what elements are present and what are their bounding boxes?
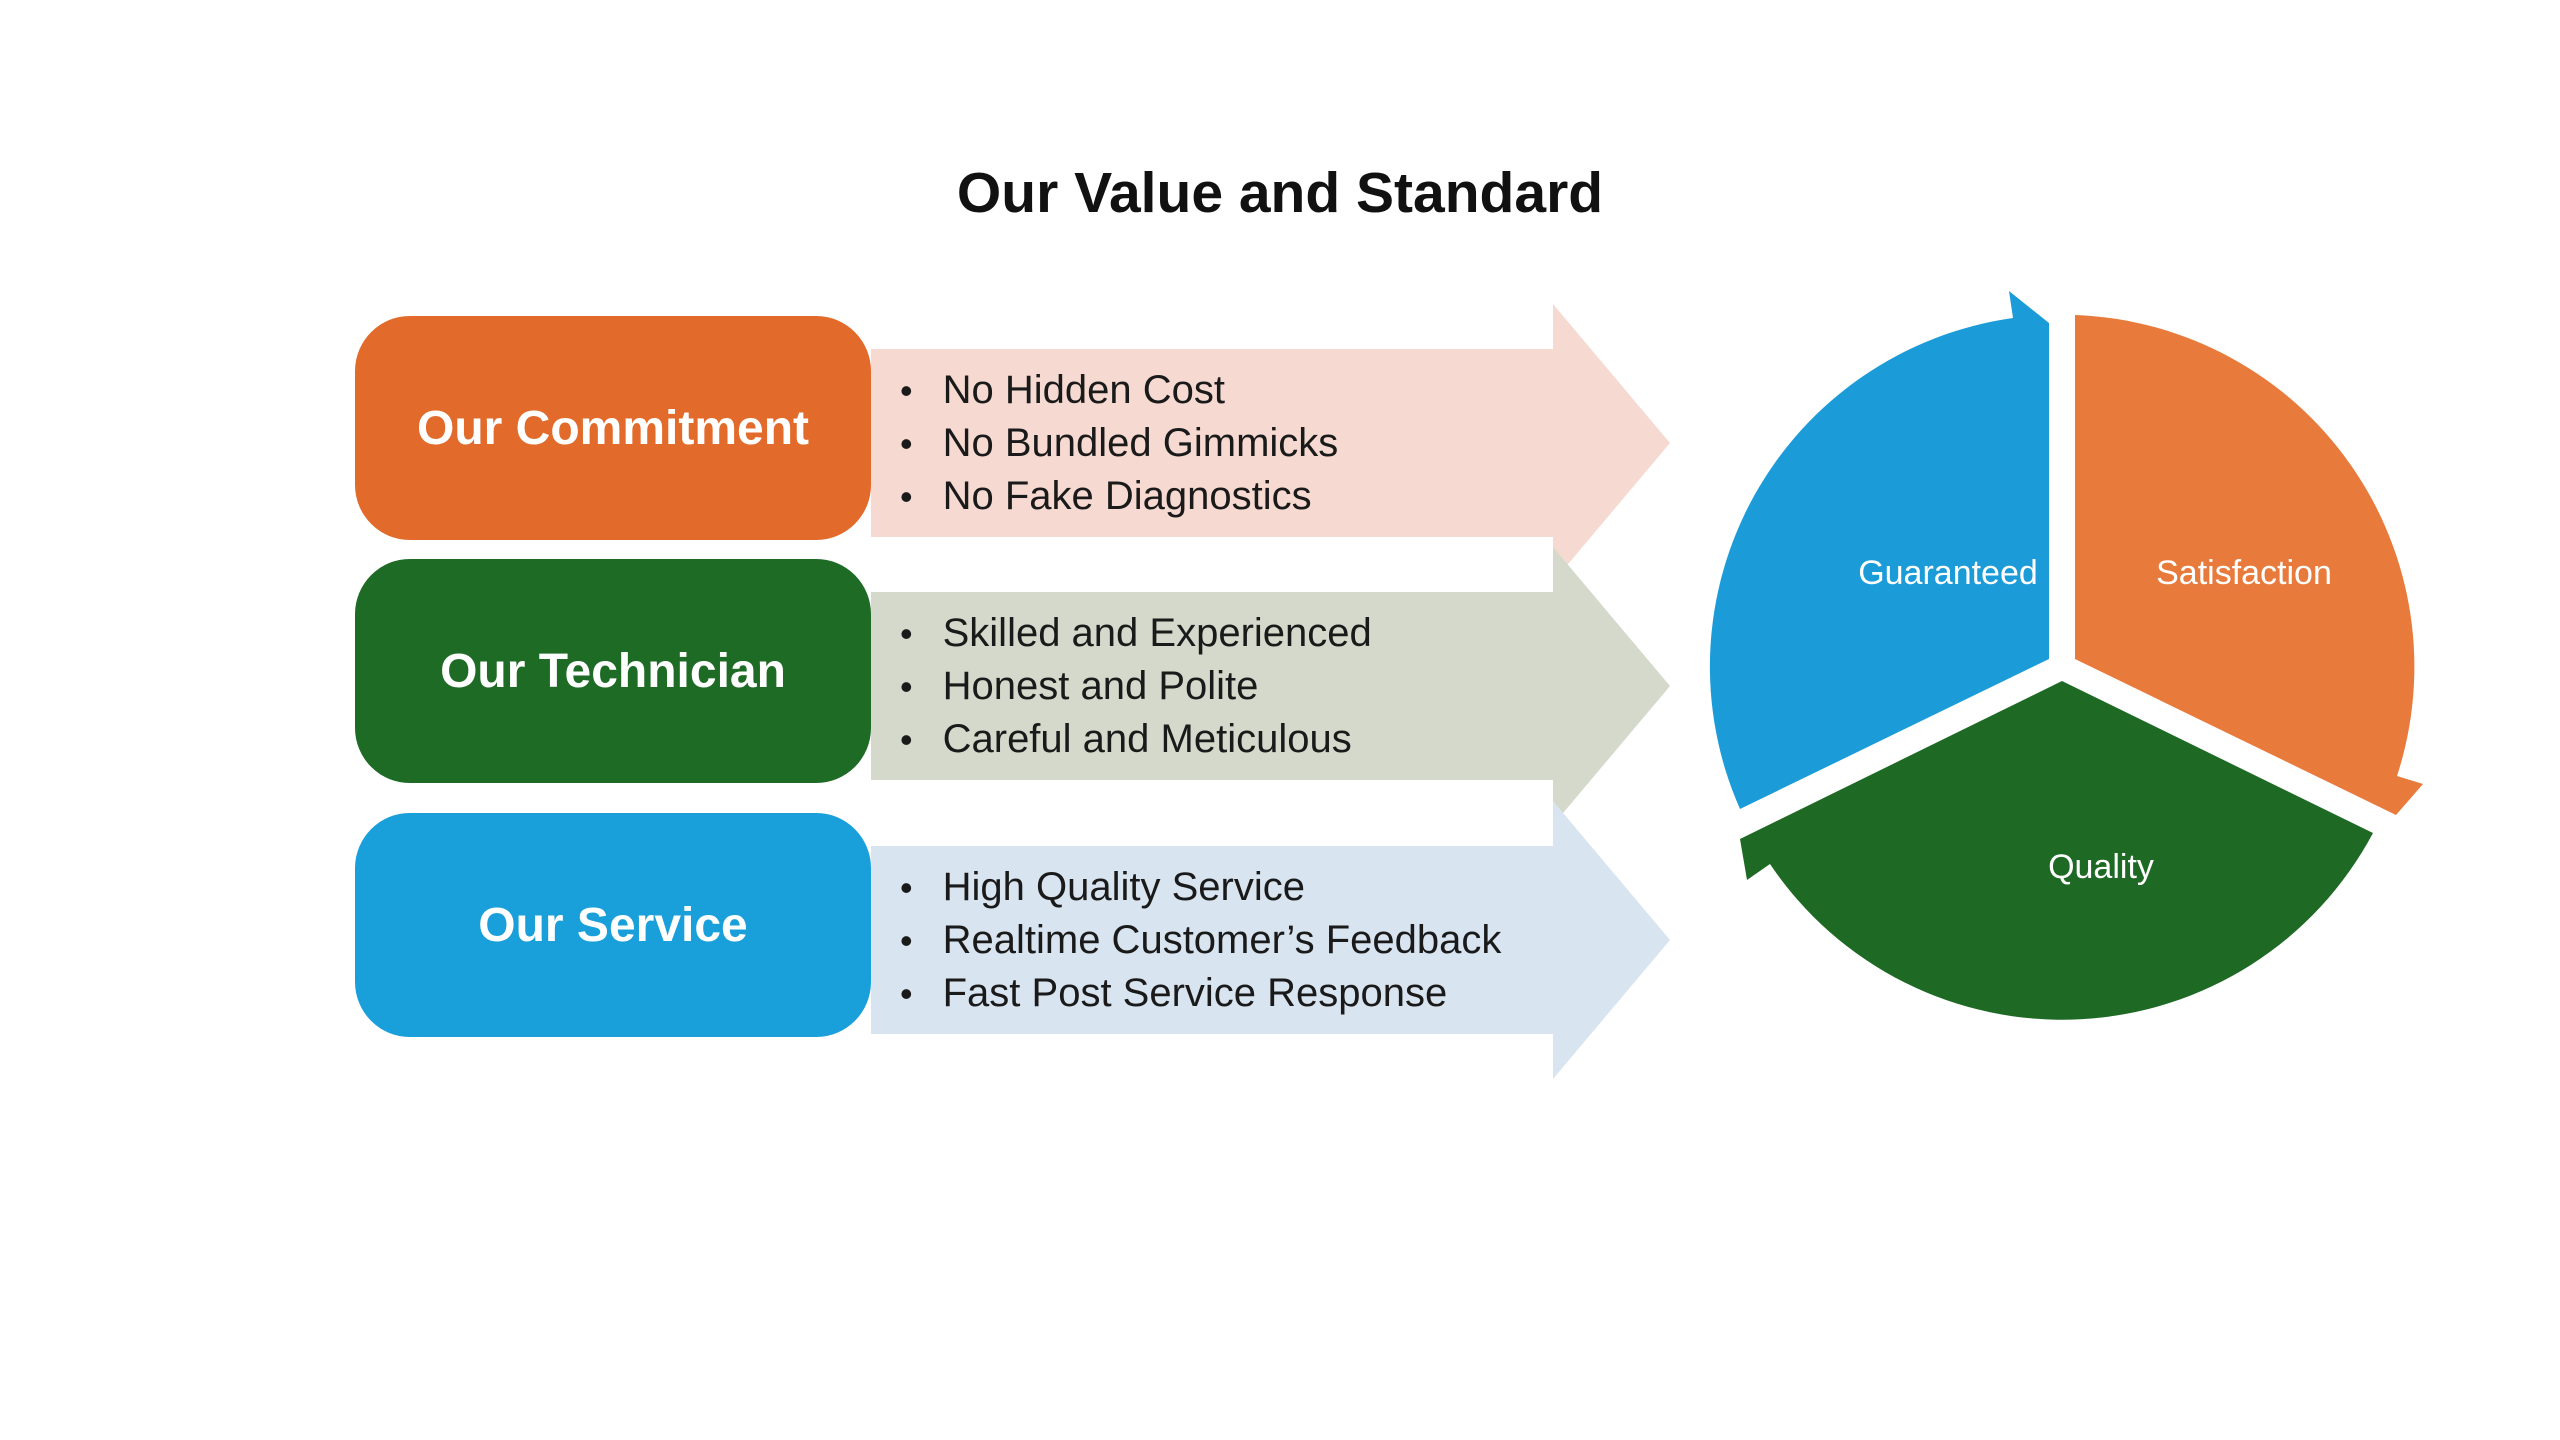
technician-box-label: Our Technician: [440, 644, 786, 698]
service-bullet-list: High Quality Service Realtime Customer’s…: [900, 846, 1580, 1034]
cycle-label-satisfaction: Satisfaction: [2156, 554, 2332, 592]
bullet-item: No Hidden Cost: [900, 364, 1580, 417]
technician-box-shape: [355, 559, 871, 783]
bullet-item: No Bundled Gimmicks: [900, 417, 1580, 470]
technician-row: Our Technician Skilled and Experienced H…: [355, 547, 1670, 825]
cycle-segment-guaranteed: [1709, 291, 2049, 809]
service-box-shape: [355, 813, 871, 1037]
bullet-item: Skilled and Experienced: [900, 607, 1580, 660]
cycle-label-quality: Quality: [2048, 848, 2154, 886]
cycle-segment-satisfaction: [2075, 315, 2423, 815]
technician-bullet-list: Skilled and Experienced Honest and Polit…: [900, 592, 1580, 780]
cycle-diagram: Guaranteed Satisfaction Quality: [1709, 291, 2423, 1020]
commitment-bullet-list: No Hidden Cost No Bundled Gimmicks No Fa…: [900, 349, 1580, 537]
bullet-item: Honest and Polite: [900, 660, 1580, 713]
commitment-box-label: Our Commitment: [416, 401, 809, 455]
cycle-segment-quality: [1740, 681, 2373, 1020]
bullet-item: Careful and Meticulous: [900, 713, 1580, 766]
cycle-label-guaranteed: Guaranteed: [1858, 554, 2038, 592]
slide-title: Our Value and Standard: [956, 161, 1604, 225]
service-box-label: Our Service: [478, 898, 748, 952]
bullet-item: No Fake Diagnostics: [900, 470, 1580, 523]
commitment-row: Our Commitment No Hidden Cost No Bundled…: [355, 304, 1670, 582]
service-row: Our Service High Quality Service Realtim…: [355, 801, 1670, 1079]
bullet-item: Realtime Customer’s Feedback: [900, 914, 1580, 967]
bullet-item: Fast Post Service Response: [900, 967, 1580, 1020]
commitment-box-shape: [355, 316, 871, 540]
bullet-item: High Quality Service: [900, 861, 1580, 914]
